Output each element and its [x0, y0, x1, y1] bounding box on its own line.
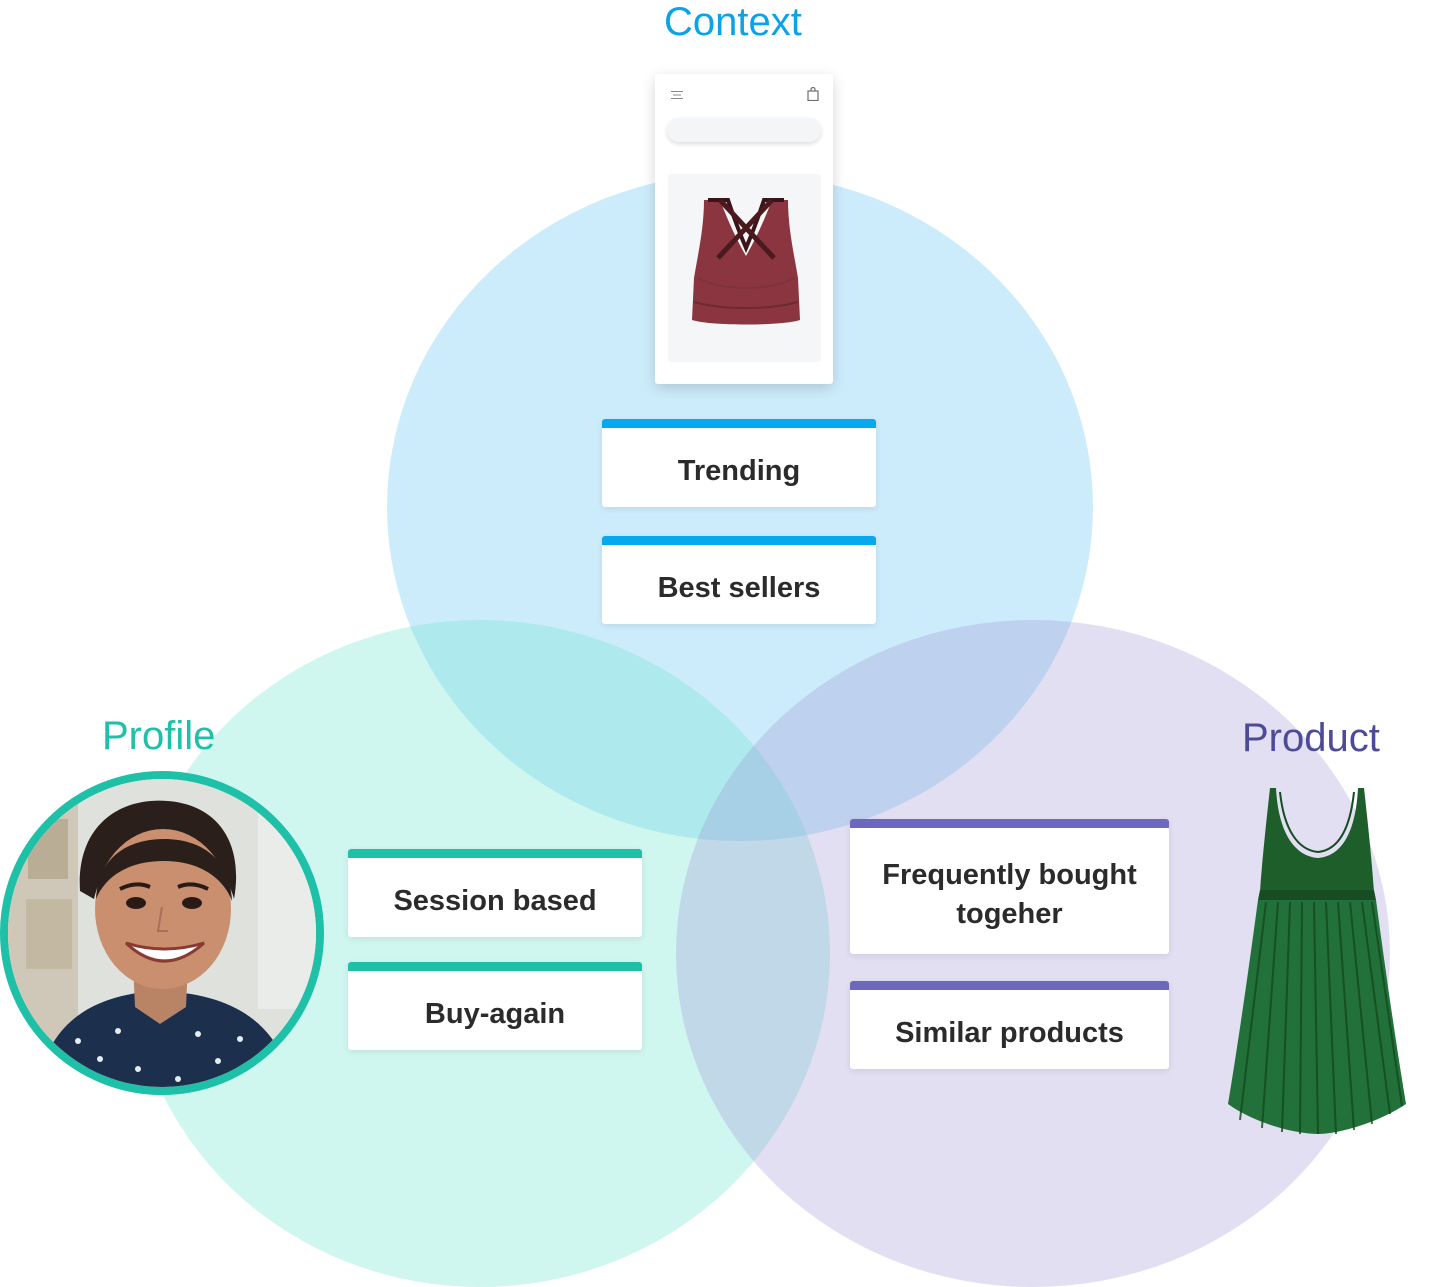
search-bar: [667, 118, 821, 142]
sports-bra-image: [692, 198, 800, 325]
profile-label: Profile: [102, 714, 216, 758]
frequently-bought-together-card: Frequently bought togeher: [850, 819, 1169, 954]
dress-illustration: [1228, 788, 1406, 1135]
product-tile: [668, 174, 821, 362]
frequently-bought-together-label: Frequently bought togeher: [882, 858, 1137, 930]
best-sellers-label: Best sellers: [657, 571, 821, 604]
similar-products-label: Similar products: [895, 1016, 1124, 1049]
shopping-bag-icon: [807, 87, 819, 101]
phone-mockup: [655, 74, 833, 384]
best-sellers-card: Best sellers: [602, 536, 876, 624]
profile-photo: [8, 779, 316, 1087]
trending-label: Trending: [677, 454, 801, 487]
similar-products-card: Similar products: [850, 981, 1169, 1069]
context-label: Context: [664, 0, 802, 44]
hamburger-menu-icon: [671, 91, 683, 99]
session-based-card: Session based: [348, 849, 642, 937]
buy-again-card: Buy-again: [348, 962, 642, 1050]
green-dress-image: [1226, 784, 1408, 1143]
session-based-label: Session based: [393, 884, 597, 917]
trending-card: Trending: [602, 419, 876, 507]
profile-avatar: [0, 771, 324, 1095]
buy-again-label: Buy-again: [424, 997, 566, 1030]
product-label: Product: [1242, 716, 1380, 760]
